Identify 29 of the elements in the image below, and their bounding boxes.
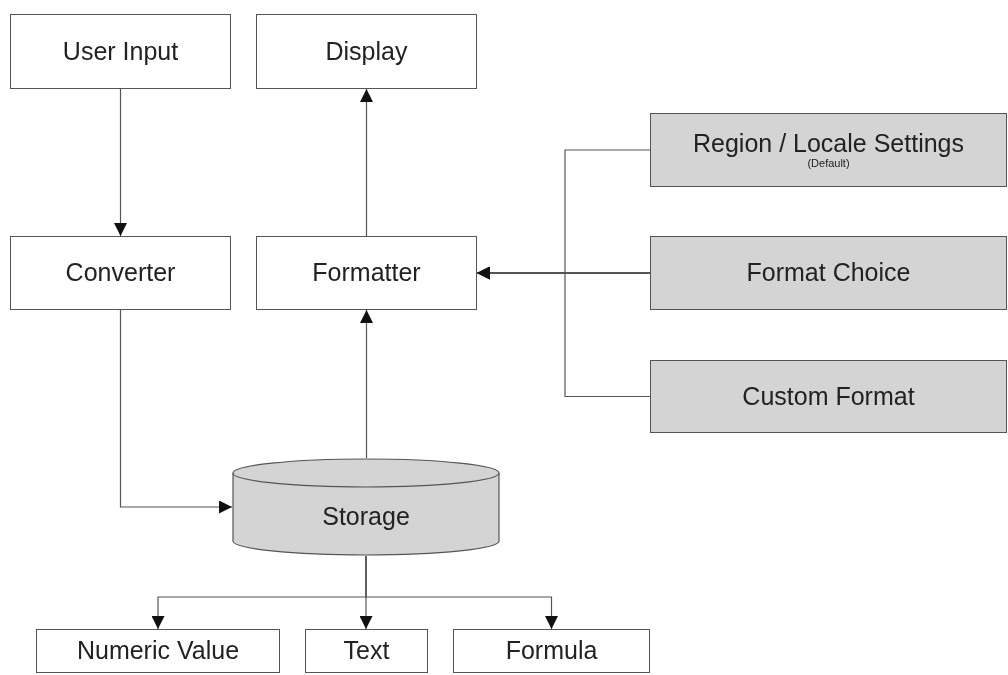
process-box [36, 629, 280, 673]
node-label: Region / Locale Settings [693, 129, 964, 158]
settings-box [650, 236, 1007, 310]
settings-box [650, 113, 1007, 187]
node-label: Converter [65, 259, 176, 287]
node-label: Formatter [312, 259, 421, 287]
storage-cylinder [232, 458, 500, 556]
process-box [256, 236, 477, 310]
process-box [453, 629, 650, 673]
arrow [119, 309, 233, 514]
process-box [10, 236, 231, 310]
node-label: Storage [322, 503, 410, 531]
arrow [114, 88, 127, 237]
process-box [10, 14, 231, 89]
process-box [256, 14, 477, 89]
node-label: User Input [62, 37, 179, 66]
node-label: Format Choice [746, 259, 911, 287]
node-label: Display [325, 37, 408, 66]
arrow [360, 309, 373, 459]
node-label: Text [343, 637, 390, 665]
arrow [360, 88, 373, 237]
node-label: Formula [505, 637, 598, 665]
arrow [476, 266, 651, 398]
node-label: Numeric Value [76, 637, 240, 665]
settings-box [650, 360, 1007, 433]
node-label: Custom Format [742, 382, 915, 411]
arrow [365, 555, 558, 630]
node-note: (Default) [807, 157, 850, 171]
process-box [305, 629, 428, 673]
